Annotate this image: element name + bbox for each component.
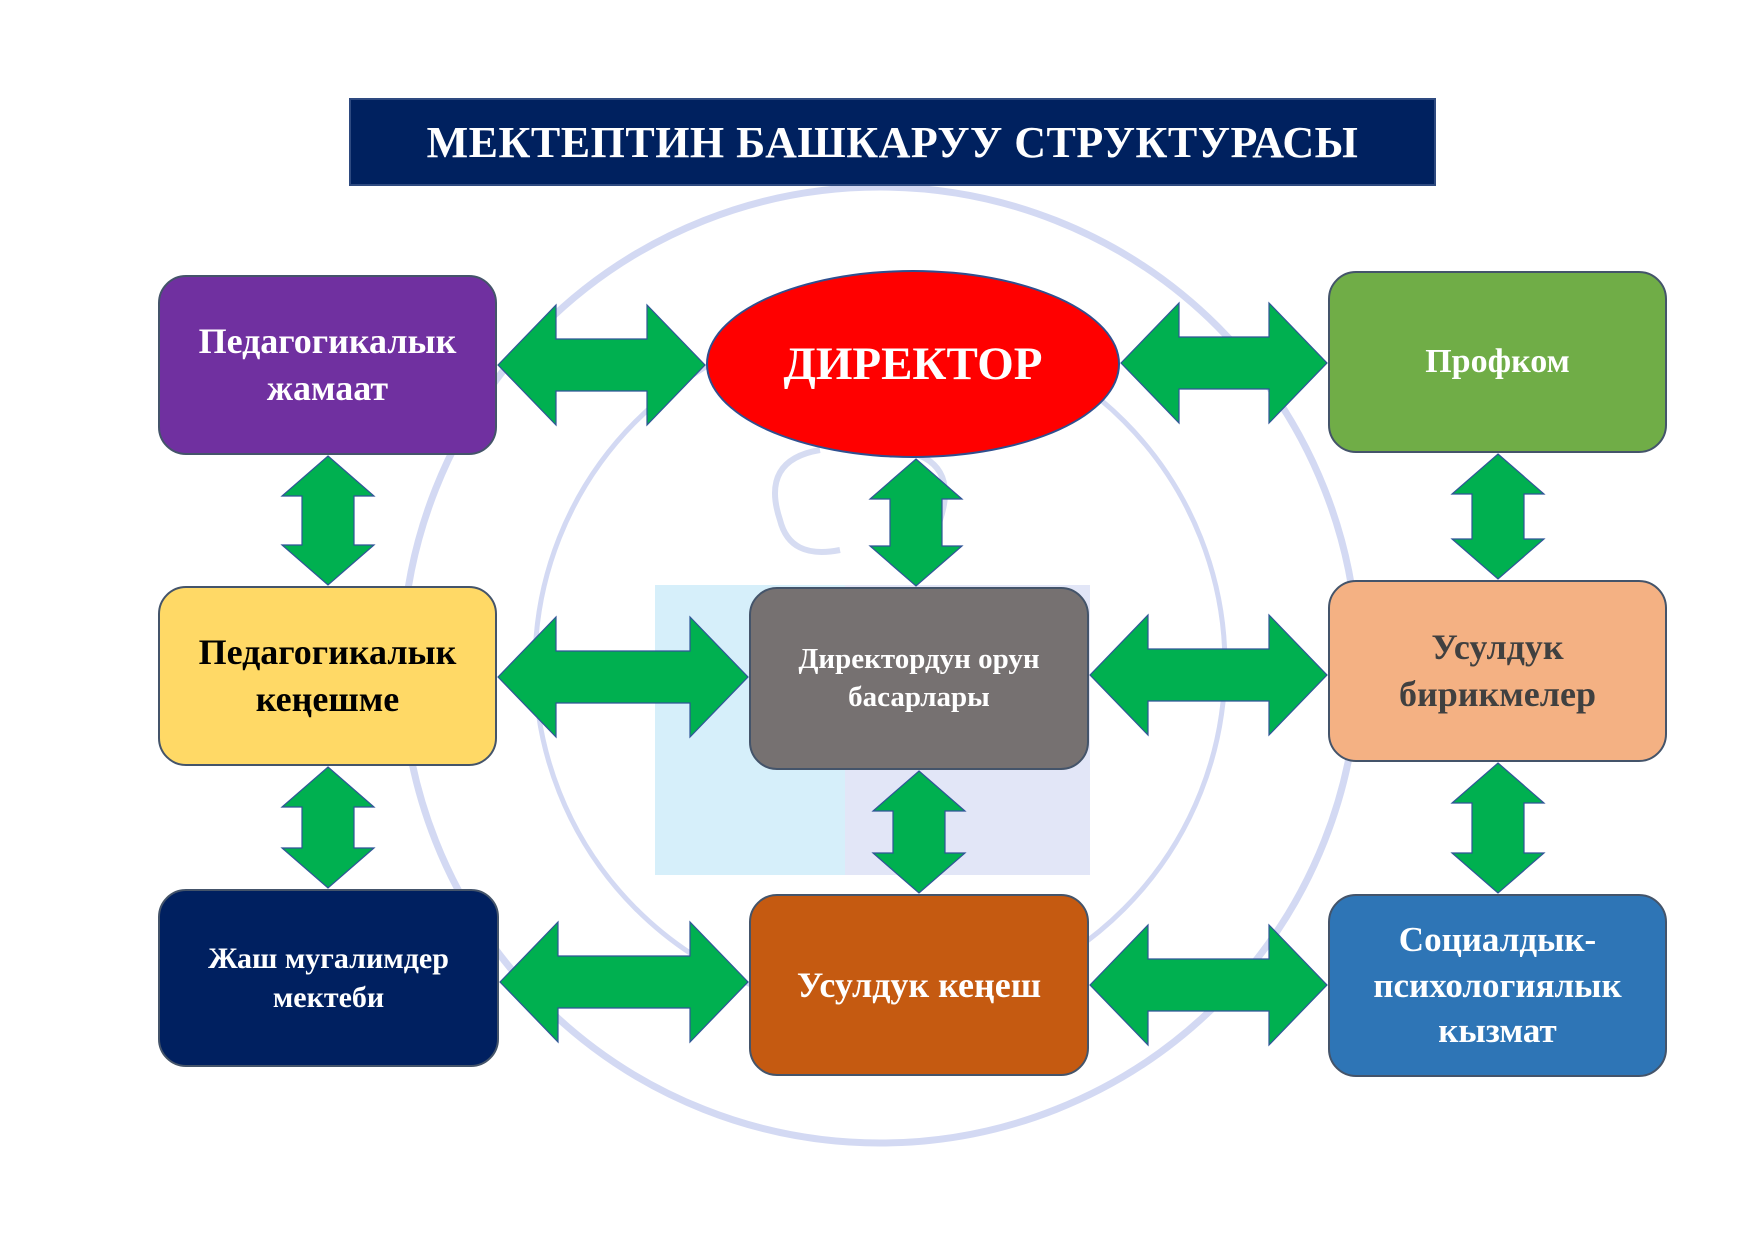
connector-arrow-director-deputy_directors xyxy=(868,458,964,587)
director-ellipse: ДИРЕКТОР xyxy=(706,270,1120,458)
connector-arrow-pedagogical_collective-pedagogical_council xyxy=(280,455,376,586)
young-teachers-school-label: Жаш мугалимдер мектеби xyxy=(208,942,449,1014)
pedagogical-collective-label: Педагогикалык жамаат xyxy=(198,321,457,408)
methodical-council-box: Усулдук кеңеш xyxy=(749,894,1089,1076)
methodical-council-label: Усулдук кеңеш xyxy=(796,964,1042,1005)
pedagogical-collective-box: Педагогикалык жамаат xyxy=(158,275,497,455)
connector-arrow-young_teachers_school-methodical_council xyxy=(499,920,749,1044)
connector-arrow-pedagogical_council-deputy_directors xyxy=(497,615,749,739)
social-psych-service-box: Социалдык-психологиялык кызмат xyxy=(1328,894,1667,1077)
connector-arrow-methodical_associations-social_psych_service xyxy=(1450,762,1546,894)
trade-union-label: Профком xyxy=(1425,342,1570,380)
page-title: МЕКТЕПТИН БАШКАРУУ СТРУКТУРАСЫ xyxy=(426,117,1359,167)
pedagogical-council-label: Педагогикалык кеңешме xyxy=(198,632,457,719)
connector-arrow-methodical_council-social_psych_service xyxy=(1089,923,1328,1047)
young-teachers-school-box: Жаш мугалимдер мектеби xyxy=(158,889,499,1067)
connector-arrow-director-trade_union xyxy=(1120,301,1328,425)
social-psych-service-label: Социалдык-психологиялык кызмат xyxy=(1373,920,1622,1051)
methodical-associations-label: Усулдук бирикмелер xyxy=(1399,627,1596,714)
connector-arrow-deputy_directors-methodical_associations xyxy=(1089,613,1328,737)
trade-union-box: Профком xyxy=(1328,271,1667,453)
title-bar: МЕКТЕПТИН БАШКАРУУ СТРУКТУРАСЫ xyxy=(349,98,1436,186)
methodical-associations-box: Усулдук бирикмелер xyxy=(1328,580,1667,762)
connector-arrow-pedagogical_collective-director xyxy=(497,303,706,427)
connector-arrow-pedagogical_council-young_teachers_school xyxy=(280,766,376,889)
connector-arrow-trade_union-methodical_associations xyxy=(1450,453,1546,580)
connector-arrow-deputy_directors-methodical_council xyxy=(871,770,967,894)
director-label: ДИРЕКТОР xyxy=(783,338,1043,390)
pedagogical-council-box: Педагогикалык кеңешме xyxy=(158,586,497,766)
deputy-directors-label: Директордун орун басарлары xyxy=(798,642,1040,713)
deputy-directors-box: Директордун орун басарлары xyxy=(749,587,1089,770)
